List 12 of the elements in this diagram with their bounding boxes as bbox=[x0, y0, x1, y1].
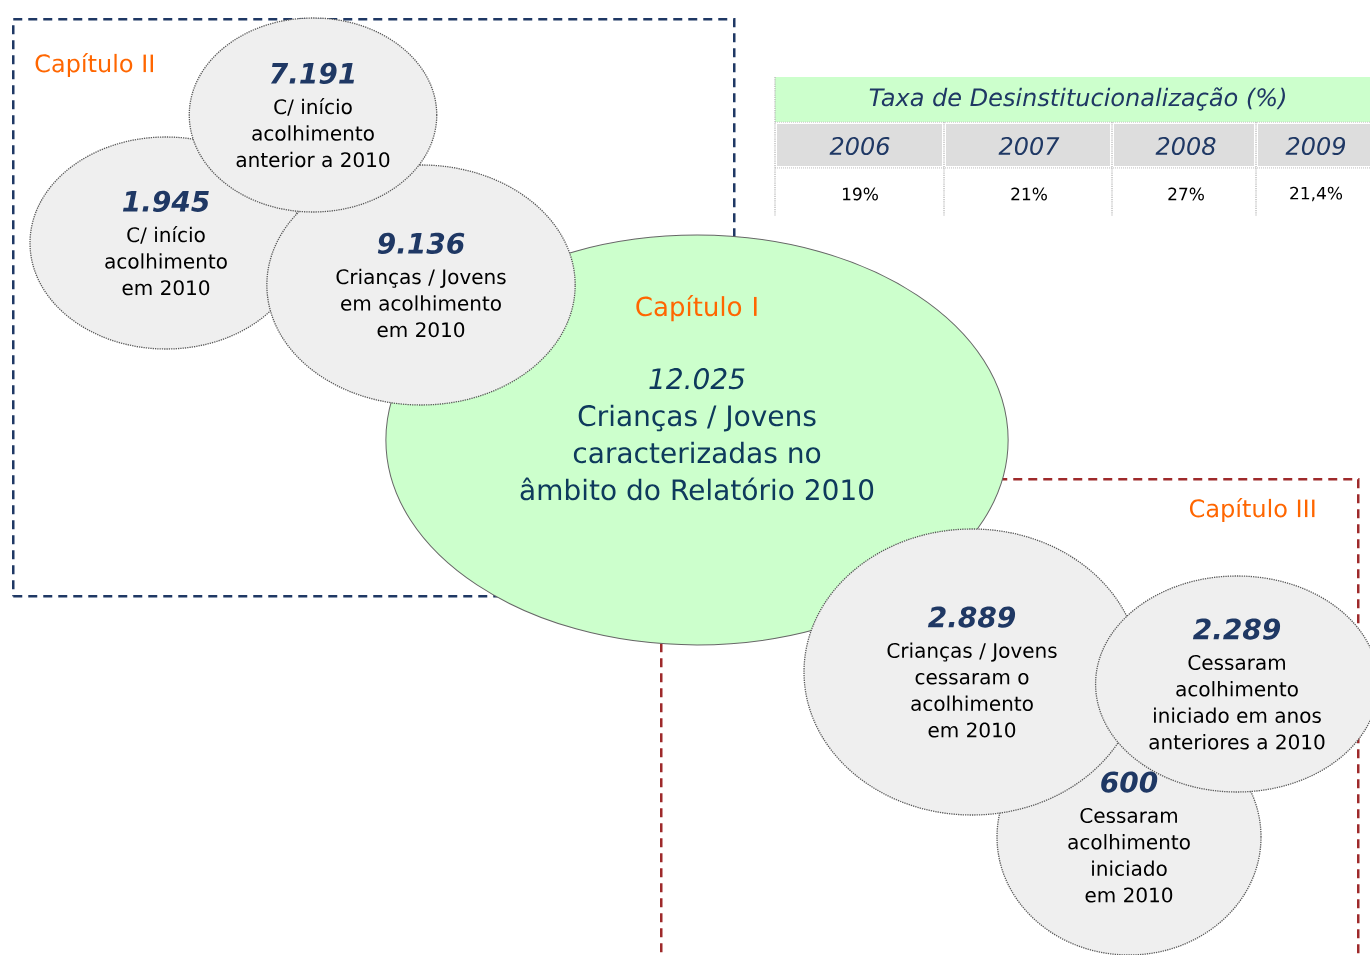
table-header-cell: Taxa de Desinstitucionalização (%) bbox=[775, 77, 1370, 122]
node-label: 2.289 bbox=[1192, 618, 1281, 640]
rate-value: 19% bbox=[843, 187, 878, 201]
chapter-heading: Capítulo III bbox=[1189, 497, 1315, 523]
rate-value: 21,4% bbox=[1290, 186, 1343, 202]
rate-value: 21% bbox=[1011, 187, 1047, 201]
year-cell: 2006 bbox=[777, 124, 942, 166]
chapter-heading: Capítulo II bbox=[35, 52, 153, 78]
year-cell: 2008 bbox=[1114, 124, 1254, 166]
rate-value: 27% bbox=[1168, 187, 1204, 201]
year-cell: 2007 bbox=[946, 124, 1110, 166]
year-cell: 2009 bbox=[1258, 124, 1370, 166]
